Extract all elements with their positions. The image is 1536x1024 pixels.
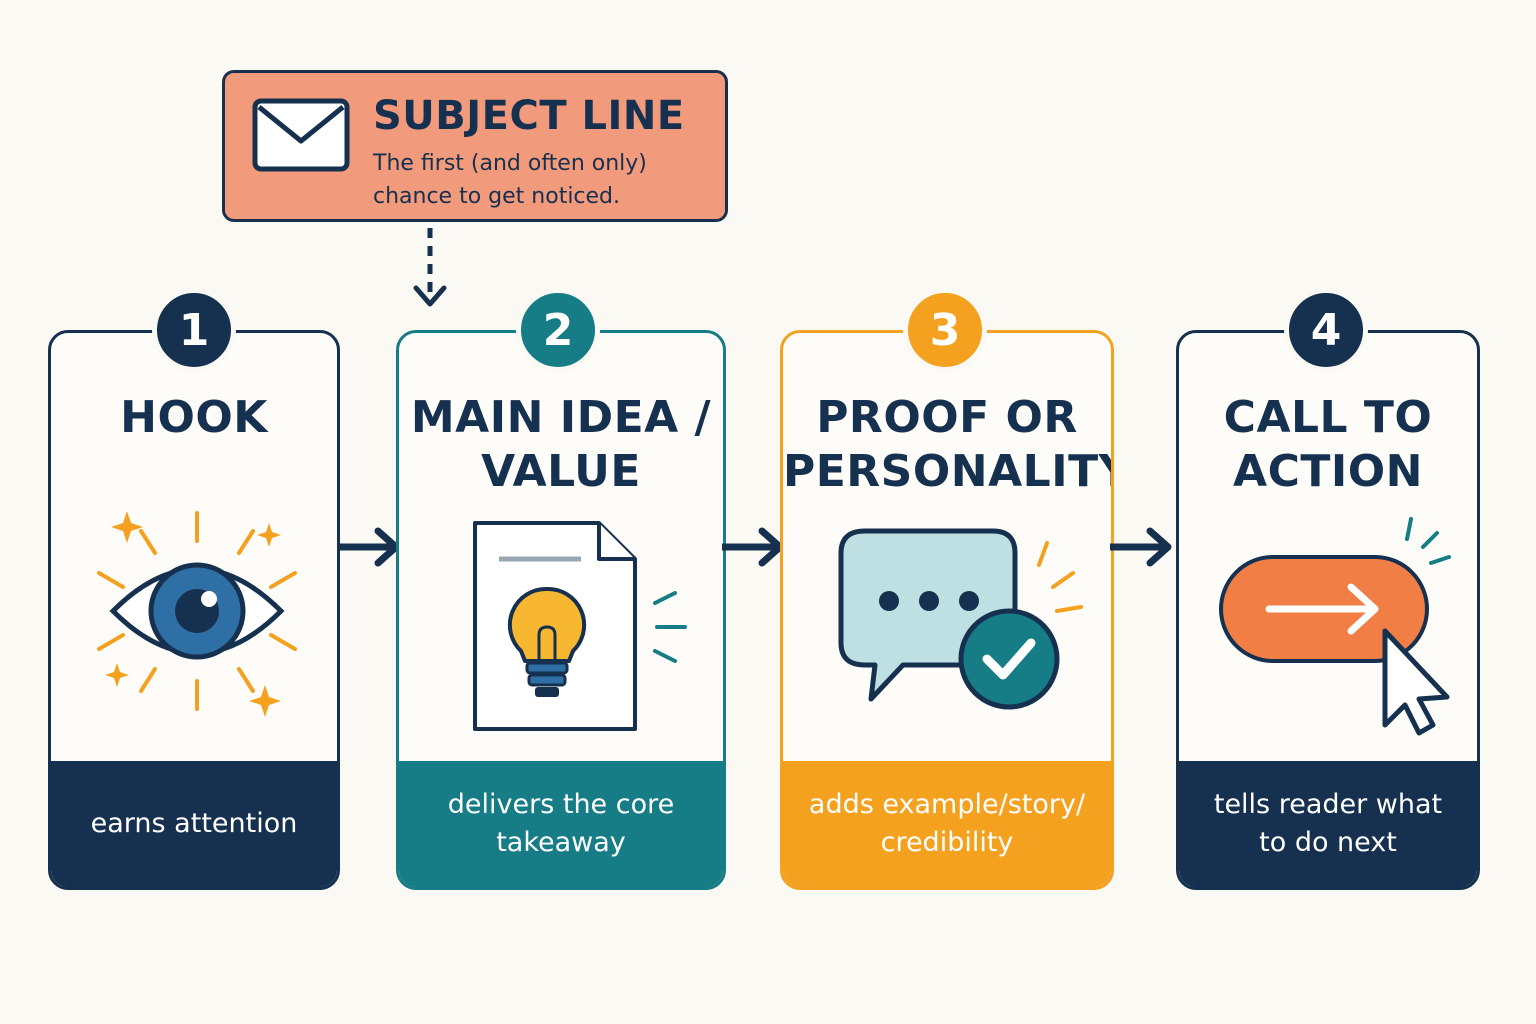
step-number-badge: 2 <box>516 288 600 372</box>
step-caption-box: tells reader what to do next <box>1179 761 1477 887</box>
step-number-badge: 1 <box>152 288 236 372</box>
step-caption: delivers the core takeaway <box>447 789 675 858</box>
subject-line-title: SUBJECT LINE <box>373 93 685 139</box>
subject-line-box: SUBJECT LINE The first (and often only) … <box>222 70 728 222</box>
button-cursor-icon <box>1219 517 1451 736</box>
step-caption-box: earns attention <box>51 761 337 887</box>
step-number-badge: 3 <box>903 288 987 372</box>
step-title: HOOK <box>120 392 268 443</box>
arrow-right-icon <box>1110 527 1172 567</box>
step-card-proof: PROOF OR PERSONALITY adds example/story/… <box>780 330 1114 890</box>
eye-icon <box>97 511 297 717</box>
step-card-main-idea: MAIN IDEA / VALUE delivers the core take… <box>396 330 726 890</box>
step-card-call-to-action: CALL TO ACTION tells reader what to do n… <box>1176 330 1480 890</box>
step-title: MAIN IDEA / VALUE <box>410 392 712 497</box>
step-caption-box: adds example/story/ credibility <box>783 761 1111 887</box>
step-caption-box: delivers the core takeaway <box>399 761 723 887</box>
step-caption: earns attention <box>90 808 298 839</box>
step-title: PROOF OR PERSONALITY <box>783 392 1114 497</box>
step-caption: tells reader what to do next <box>1213 789 1443 858</box>
envelope-icon <box>252 98 350 172</box>
step-number-badge: 4 <box>1284 288 1368 372</box>
step-card-hook: HOOK <box>48 330 340 890</box>
chat-check-icon <box>838 528 1083 710</box>
dashed-arrow-connector <box>413 228 447 307</box>
arrow-right-icon <box>722 527 784 567</box>
lightbulb-document-icon <box>473 521 687 731</box>
step-caption: adds example/story/ credibility <box>808 789 1086 858</box>
arrow-right-icon <box>338 527 400 567</box>
subject-line-description: The first (and often only) chance to get… <box>373 151 647 209</box>
step-title: CALL TO ACTION <box>1223 392 1433 497</box>
